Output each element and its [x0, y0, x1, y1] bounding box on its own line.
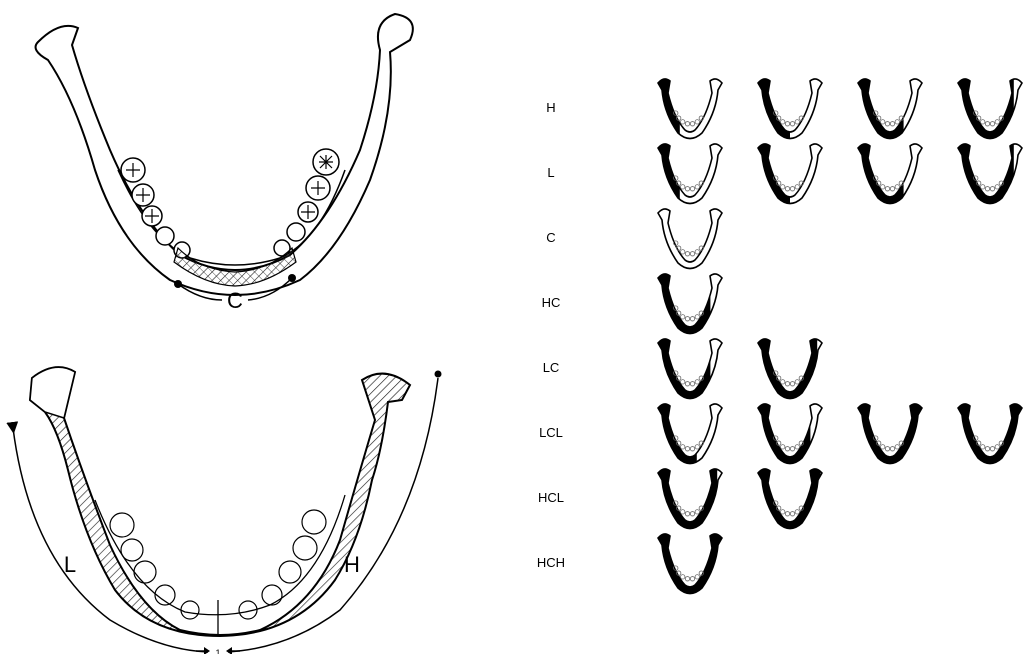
mandible-icon-lcl-2 [756, 399, 822, 471]
h-label: H [344, 552, 360, 577]
h-measurement-arc [228, 378, 438, 652]
mandible-icon-l-4 [956, 139, 1022, 211]
row-label-hch: HCH [537, 555, 565, 570]
mandible-icon-h-2 [756, 74, 822, 146]
mandible-icon-l-1 [656, 139, 722, 211]
mid-label: 1 [215, 648, 220, 654]
mandible-icon-lcl-3 [856, 399, 924, 471]
row-label-c: C [546, 230, 555, 245]
top-mandible-diagram: C [36, 14, 413, 313]
row-label-hc: HC [542, 295, 561, 310]
mandible-icon-lc-2 [756, 334, 822, 406]
mandible-icon-lc-1 [656, 334, 722, 406]
mandible-icon-hcl-1 [656, 464, 722, 536]
bottom-mandible-diagram: L H 1 [10, 367, 442, 654]
row-label-hcl: HCL [538, 490, 564, 505]
row-label-lcl: LCL [539, 425, 563, 440]
top-c-label: C [227, 288, 243, 313]
l-measurement-arc [13, 428, 208, 652]
mandible-icon-hcl-2 [756, 464, 822, 536]
mandible-icon-h-1 [656, 74, 722, 146]
mandible-icon-h-4 [956, 74, 1022, 146]
mandible-icon-hc-1 [656, 269, 722, 341]
mandible-icon-c-1 [658, 209, 722, 269]
row-label-h: H [546, 100, 555, 115]
mandible-icon-l-2 [756, 139, 822, 211]
mandible-icon-h-3 [856, 74, 922, 146]
mandible-icon-hch-1 [656, 529, 724, 601]
mandible-icon-lcl-4 [956, 399, 1024, 471]
row-label-l: L [547, 165, 554, 180]
l-label: L [64, 552, 76, 577]
row-label-lc: LC [543, 360, 560, 375]
mandible-icon-lcl-1 [656, 399, 722, 471]
top-mandible-outline [36, 14, 413, 295]
mandible-icon-l-3 [856, 139, 922, 211]
